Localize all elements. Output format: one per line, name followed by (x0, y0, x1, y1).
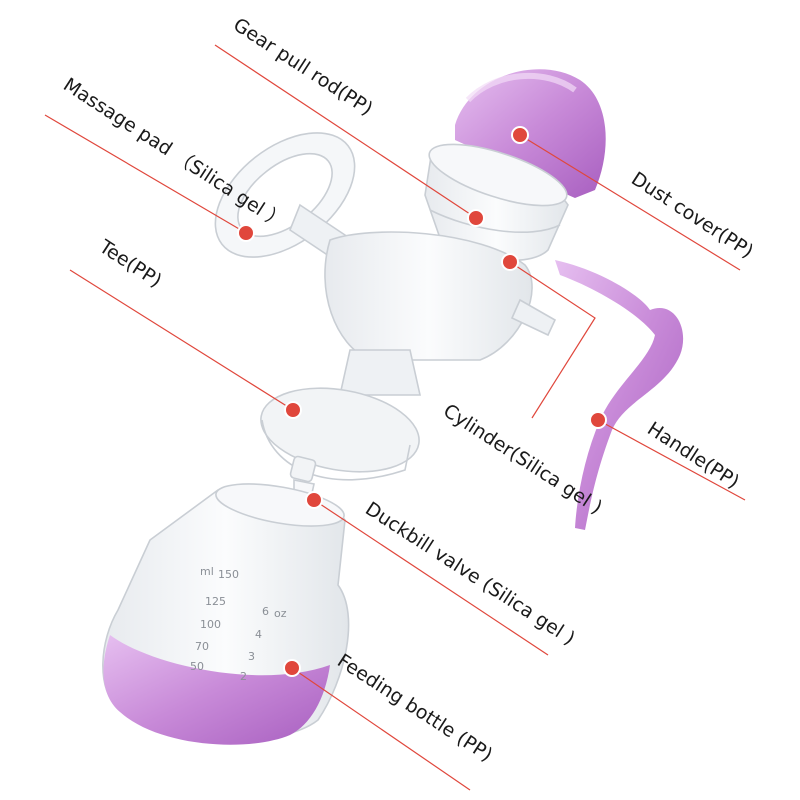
graduation-ml: 50 (190, 660, 204, 673)
leader-handle (597, 419, 746, 501)
callout-dot-tee (284, 401, 302, 419)
leader-feeding-bottle (291, 667, 471, 791)
leader-lines (44, 44, 746, 791)
bottle-graduations: ml 150 125 100 70 50 6 oz 4 3 2 (190, 565, 287, 683)
callout-dot-feeding-bottle (283, 659, 301, 677)
callout-dot-handle (589, 411, 607, 429)
callout-dot-duckbill-valve (305, 491, 323, 509)
leader-cylinder (509, 261, 596, 419)
label-dust-cover: Dust cover(PP) (627, 168, 757, 263)
graduation-ml: 125 (205, 595, 226, 608)
graduation-oz: 6 (262, 605, 269, 618)
callout-dot-gear-pull-rod (467, 209, 485, 227)
graduation-unit-ml: ml (200, 565, 214, 578)
label-tee: Tee(PP) (94, 235, 165, 292)
cylinder-part (424, 143, 569, 262)
leader-duckbill-valve (313, 499, 549, 656)
leader-gear-pull-rod (214, 44, 477, 219)
graduation-ml: 100 (200, 618, 221, 631)
callout-dot-cylinder (501, 253, 519, 271)
label-feeding-bottle: Feeding bottle (PP) (333, 650, 496, 767)
feeding-bottle-part: ml 150 125 100 70 50 6 oz 4 3 2 (102, 483, 350, 745)
label-duckbill-valve: Duckbill valve (Silica gel ) (361, 498, 579, 650)
label-massage-pad: Massage pad （Silica gel ） (59, 74, 289, 234)
label-cylinder: Cylinder(Silica gel ) (439, 400, 606, 519)
graduation-unit-oz: oz (274, 607, 287, 620)
graduation-ml: 70 (195, 640, 209, 653)
leader-massage-pad (44, 114, 247, 234)
leader-dust-cover (519, 134, 741, 271)
label-gear-pull-rod: Gear pull rod(PP) (229, 14, 376, 120)
graduation-oz: 2 (240, 670, 247, 683)
graduation-oz: 3 (248, 650, 255, 663)
graduation-ml: 150 (218, 568, 239, 581)
callout-dot-massage-pad (237, 224, 255, 242)
tee-part (260, 231, 557, 481)
callout-dot-dust-cover (511, 126, 529, 144)
handle-part (555, 260, 684, 530)
dust-cover-part (455, 69, 606, 198)
graduation-oz: 4 (255, 628, 262, 641)
label-handle: Handle(PP) (643, 418, 743, 494)
leader-tee (69, 269, 294, 411)
